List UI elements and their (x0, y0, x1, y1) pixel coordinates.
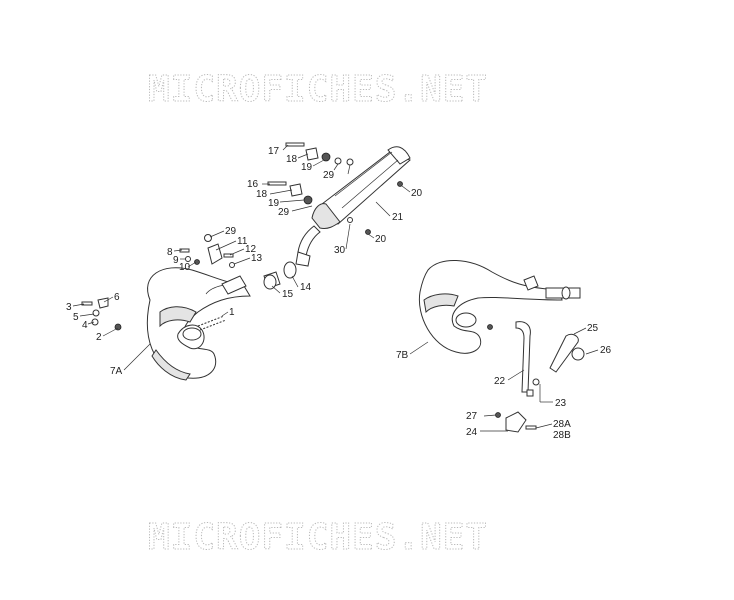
valve-24[interactable] (505, 411, 527, 433)
watermark-bottom: MICROFICHES.NET (148, 517, 488, 558)
label-18a: 18 (286, 154, 298, 165)
bracket-6[interactable] (97, 297, 109, 309)
label-24: 24 (466, 427, 478, 438)
label-9: 9 (173, 255, 179, 266)
bolt-27[interactable] (495, 412, 501, 418)
label-10: 10 (179, 262, 191, 273)
bolt-20b[interactable] (365, 229, 371, 235)
label-11: 11 (237, 236, 248, 247)
sleeve-15[interactable] (263, 271, 281, 290)
grommet-19b[interactable] (303, 195, 313, 205)
label-29a: 29 (225, 226, 237, 237)
silencer-21[interactable] (311, 146, 411, 229)
label-19a: 19 (301, 162, 313, 173)
label-23: 23 (555, 398, 567, 409)
label-13: 13 (251, 253, 263, 264)
label-22: 22 (494, 376, 506, 387)
label-14: 14 (300, 282, 312, 293)
label-25: 25 (587, 323, 599, 334)
clamp-14[interactable] (283, 261, 297, 279)
exhaust-pipe-7b[interactable] (418, 259, 581, 354)
label-8: 8 (167, 247, 173, 258)
label-15: 15 (282, 289, 294, 300)
exhaust-pipe-7a[interactable] (146, 267, 251, 381)
nut-4[interactable] (91, 318, 99, 326)
label-16: 16 (247, 179, 259, 190)
hose-25[interactable] (549, 333, 579, 373)
bolt-12[interactable] (223, 253, 234, 258)
leader-lines (72, 144, 599, 432)
rubber-mount[interactable] (221, 275, 247, 295)
clip-26[interactable] (571, 347, 585, 361)
label-17: 17 (268, 146, 280, 157)
nut-10[interactable] (194, 259, 200, 265)
label-6: 6 (114, 292, 120, 303)
label-4: 4 (82, 320, 88, 331)
grommet-29a[interactable] (204, 234, 212, 242)
label-12: 12 (245, 244, 257, 255)
label-3: 3 (66, 302, 72, 313)
clip-23[interactable] (526, 378, 540, 397)
fastener-7b[interactable] (487, 324, 493, 330)
label-7a: 7A (110, 366, 123, 377)
label-29b: 29 (323, 170, 335, 181)
bolt-8[interactable] (179, 248, 190, 253)
label-7b: 7B (396, 350, 409, 361)
label-30: 30 (334, 245, 346, 256)
washer-18b[interactable] (289, 183, 303, 197)
nut-29c[interactable] (346, 158, 354, 166)
screw-28[interactable] (525, 425, 537, 430)
bolt-16[interactable] (267, 181, 287, 186)
label-5: 5 (73, 312, 79, 323)
washer-5[interactable] (92, 309, 100, 317)
label-18b: 18 (256, 189, 268, 200)
label-20a: 20 (411, 188, 423, 199)
silencer-tailpipe[interactable] (295, 225, 321, 267)
label-2: 2 (96, 332, 102, 343)
bolt-3[interactable] (81, 301, 93, 306)
washer-30[interactable] (347, 217, 353, 223)
washer-9[interactable] (185, 256, 191, 262)
label-19b: 19 (268, 198, 280, 209)
spring-1[interactable] (197, 315, 227, 331)
bracket-11[interactable] (207, 243, 223, 265)
label-28a: 28A (553, 419, 571, 430)
label-26: 26 (600, 345, 612, 356)
nut-29b[interactable] (334, 157, 342, 165)
bolt-17[interactable] (285, 142, 305, 147)
grommet-19a[interactable] (321, 152, 331, 162)
label-29c: 29 (278, 207, 290, 218)
label-28b: 28B (553, 430, 571, 441)
label-1: 1 (229, 307, 235, 318)
washer-18a[interactable] (305, 147, 319, 161)
label-21: 21 (392, 212, 404, 223)
label-20b: 20 (375, 234, 387, 245)
part-labels: 1 2 3 4 5 6 7A 8 9 10 11 12 13 14 15 16 … (66, 146, 612, 441)
label-27: 27 (466, 411, 478, 422)
watermark-top: MICROFICHES.NET (148, 69, 488, 110)
nut-13[interactable] (229, 262, 235, 268)
bolt-20a[interactable] (397, 181, 403, 187)
hose-22[interactable] (515, 321, 531, 393)
